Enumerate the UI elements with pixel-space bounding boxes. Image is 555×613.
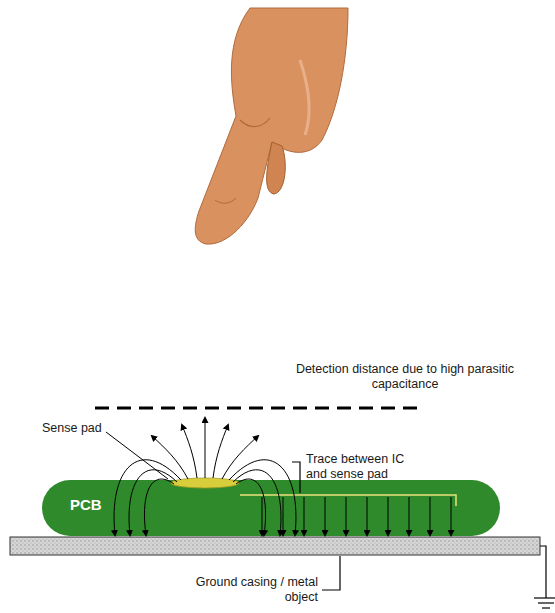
hand [195,8,348,244]
leader-line [322,556,340,590]
detection-label: Detection distance due to high parasitic… [280,362,530,392]
detection-line [95,407,425,410]
sense-pad-label: Sense pad [42,421,112,436]
ground-label: Ground casing / metal object [190,575,318,605]
pcb-label: PCB [70,496,102,513]
ground-casing [10,537,540,555]
trace-label: Trace between IC and sense pad [306,452,414,482]
pcb-board: PCB [42,480,500,536]
ground-symbol [534,546,555,608]
